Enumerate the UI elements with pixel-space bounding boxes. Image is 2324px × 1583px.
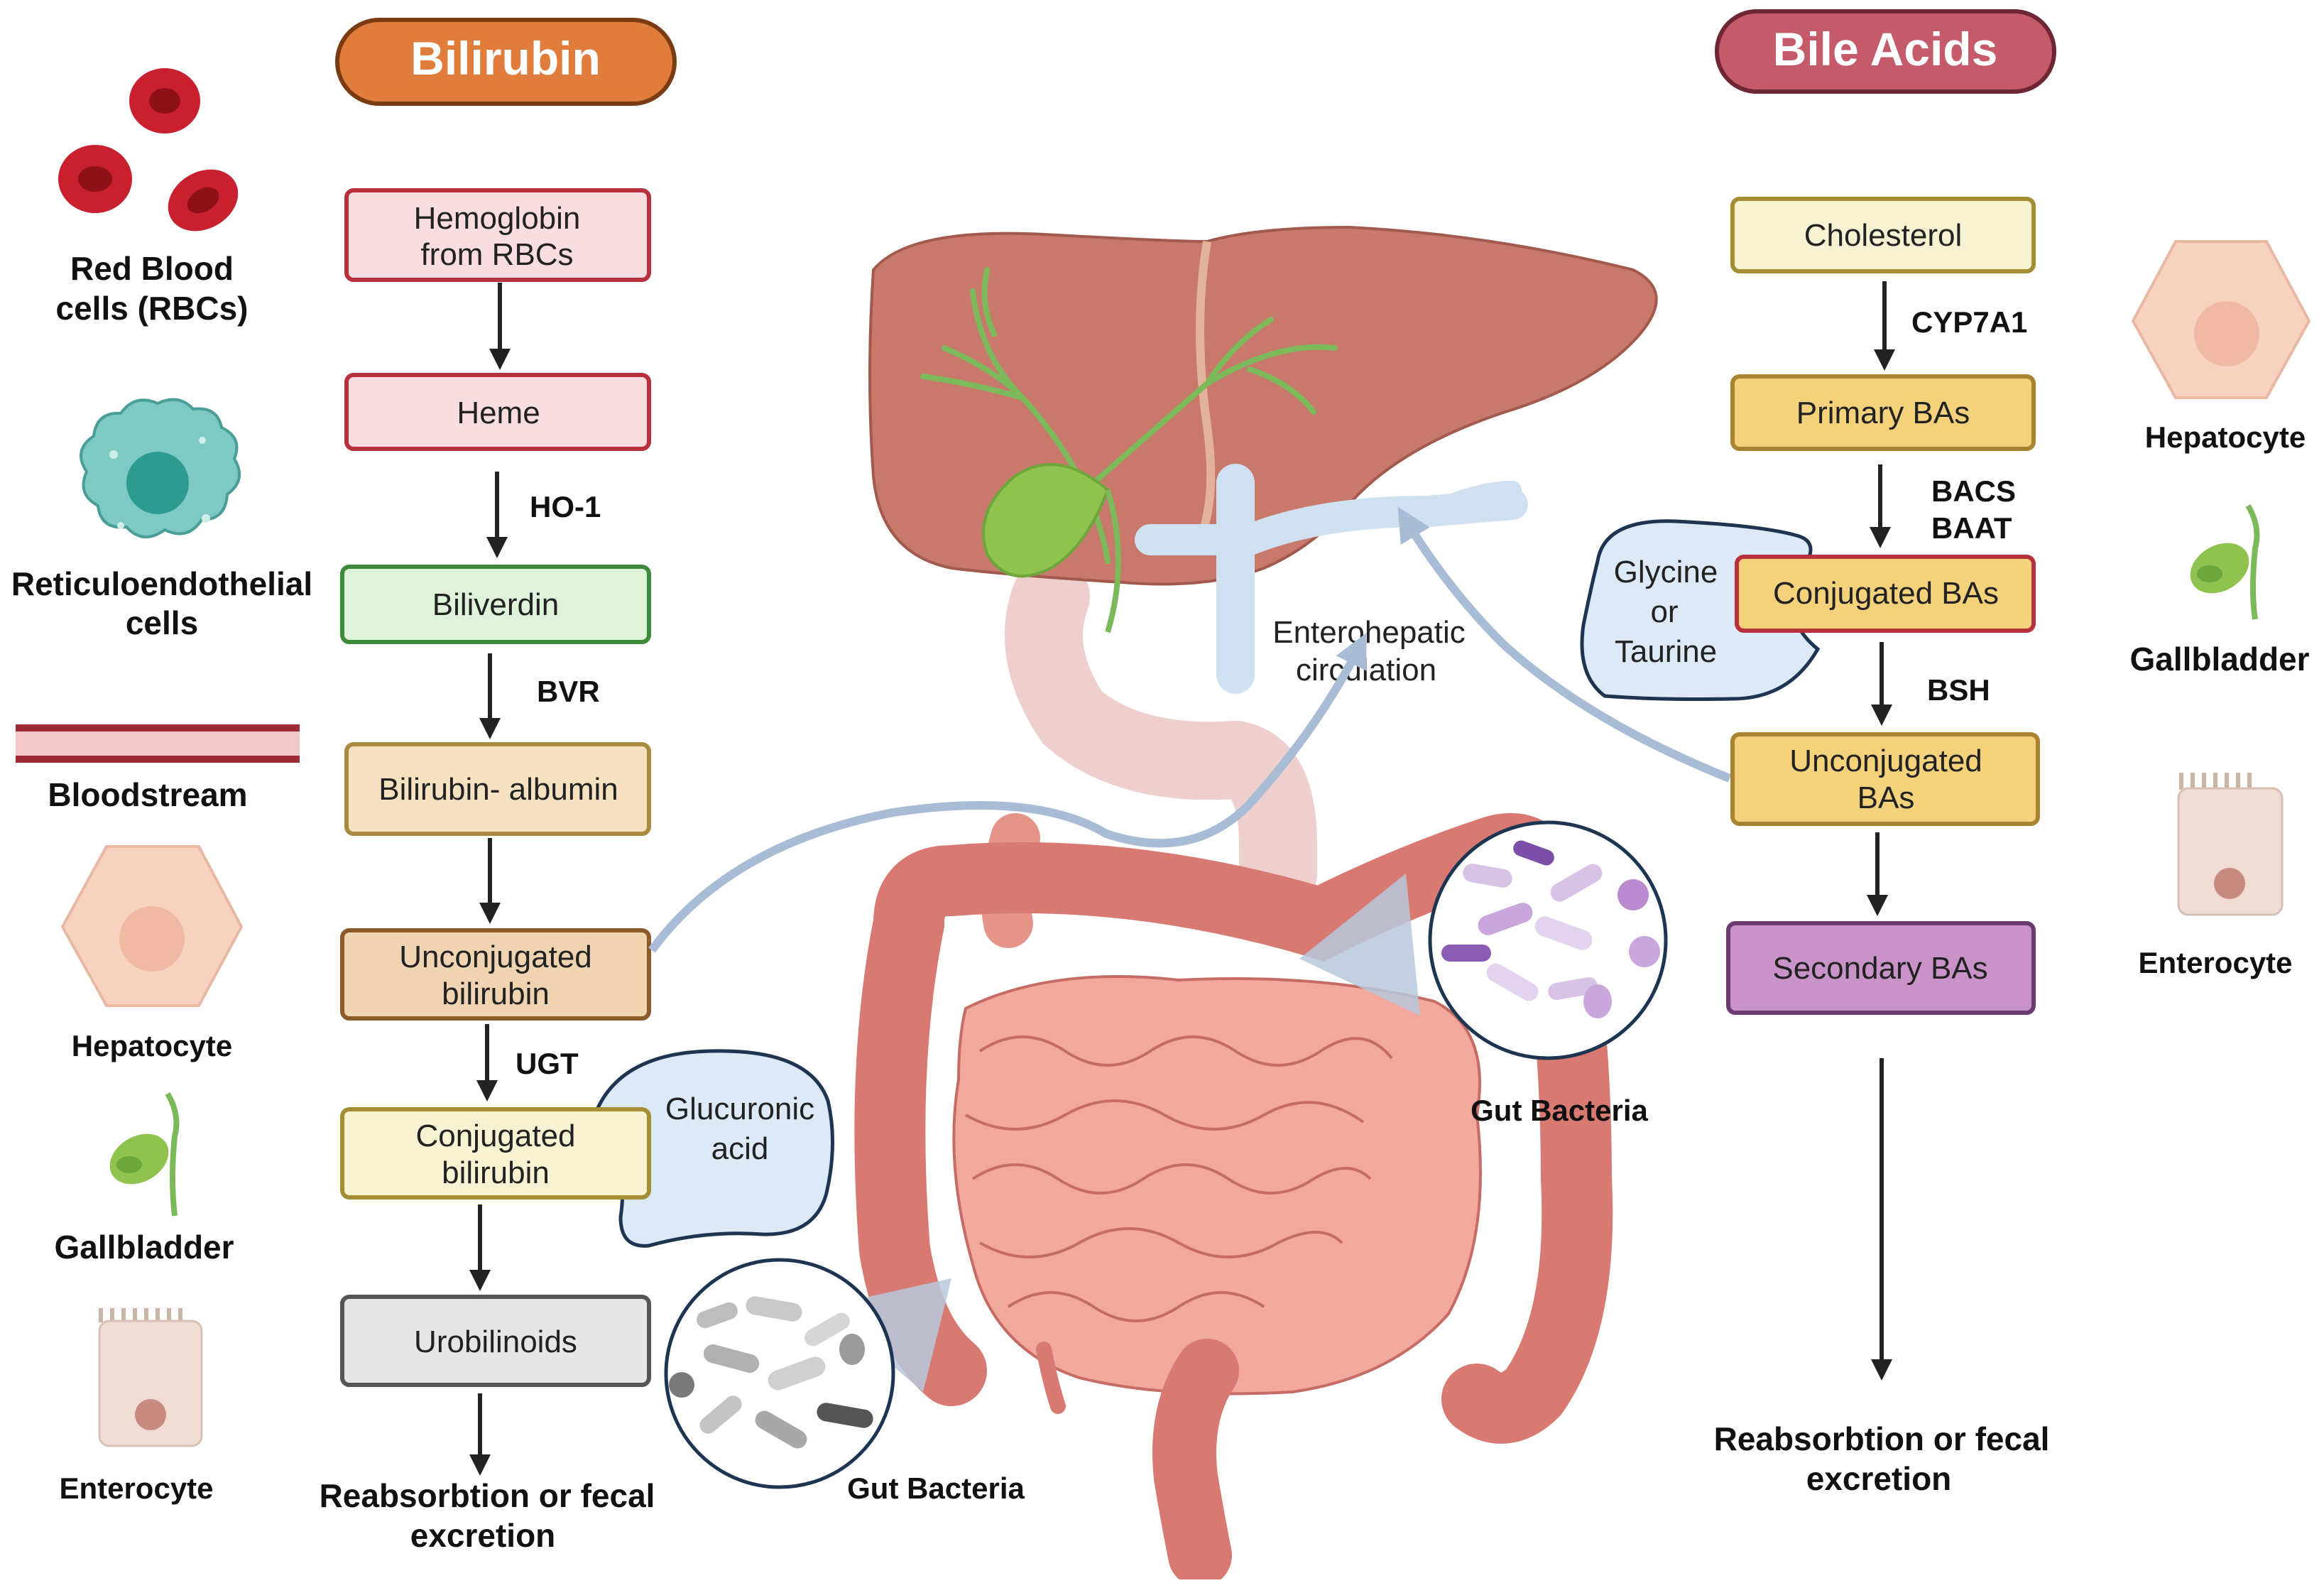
enzyme-ho1: HO-1	[530, 490, 601, 523]
glycine-line3: Taurine	[1615, 634, 1717, 669]
box-unconjugated-bilirubin: Unconjugated bilirubin	[340, 928, 651, 1021]
reticulo-label-line2: cells	[126, 604, 198, 641]
unconjugated-bas-line1: Unconjugated	[1789, 744, 1982, 778]
hemoglobin-line2: from RBCs	[420, 237, 573, 272]
box-primary-bas: Primary BAs	[1730, 374, 2036, 451]
gut-bacteria-inset-bottom	[664, 1258, 951, 1489]
gallbladder-label-right: Gallbladder	[2129, 641, 2309, 678]
bloodstream-label: Bloodstream	[48, 776, 247, 813]
bilirubin-header-text: Bilirubin	[410, 32, 601, 85]
enzyme-cyp7a1: CYP7A1	[1911, 305, 2027, 339]
cofactor-glucuronic-acid: Glucuronic acid	[596, 1049, 834, 1248]
box-heme: Heme	[344, 373, 651, 451]
glucuronic-line1: Glucuronic	[665, 1092, 814, 1126]
arrow-bile-acid-recirculation	[1397, 506, 1732, 783]
bile-outcome-line2: excretion	[1806, 1460, 1952, 1497]
bilirubin-outcome-line2: excretion	[410, 1517, 556, 1554]
arrow-bilirubin-recirculation	[648, 633, 1367, 953]
bile-acids-header-text: Bile Acids	[1773, 23, 1998, 75]
rbc-label-line1: Red Blood	[70, 250, 234, 287]
gut-bacteria-inset-top	[1299, 820, 1668, 1060]
enzyme-bsh: BSH	[1927, 673, 1990, 707]
circulation-line2: circulation	[1296, 653, 1436, 687]
unconjugated-bilirubin-line2: bilirubin	[442, 977, 550, 1011]
intestine-illustration	[854, 813, 1613, 1583]
box-biliverdin: Biliverdin	[340, 565, 651, 644]
glycine-line2: or	[1650, 594, 1678, 629]
hemoglobin-line1: Hemoglobin	[414, 201, 581, 236]
gallbladder-icon-right	[2190, 504, 2260, 620]
primary-bas-text: Primary BAs	[1796, 396, 1970, 430]
unconjugated-bilirubin-line1: Unconjugated	[399, 940, 592, 974]
gut-bacteria-label-top: Gut Bacteria	[1471, 1094, 1648, 1127]
hepatocyte-icon-left	[60, 845, 244, 1007]
heme-text: Heme	[457, 396, 540, 430]
glucuronic-line2: acid	[711, 1131, 769, 1166]
box-hemoglobin: Hemoglobin from RBCs	[344, 188, 651, 282]
reticulo-label-line1: Reticuloendothelial	[11, 565, 312, 602]
enzyme-bacs: BACS	[1931, 474, 2016, 508]
rbc-icon	[58, 68, 239, 232]
enterocyte-icon-right	[2177, 773, 2284, 916]
conjugated-bas-text: Conjugated BAs	[1773, 576, 1999, 611]
box-conjugated-bas: Conjugated BAs	[1735, 555, 2036, 633]
bilirubin-albumin-text: Bilirubin- albumin	[378, 772, 618, 807]
secondary-bas-text: Secondary BAs	[1772, 951, 1987, 986]
rbc-label-line2: cells (RBCs)	[56, 290, 249, 327]
reticuloendothelial-cell-icon	[80, 398, 241, 539]
bilirubin-outcome-line1: Reabsorbtion or fecal	[320, 1477, 655, 1514]
gallbladder-label-left: Gallbladder	[54, 1229, 234, 1266]
gut-bacteria-label-bottom: Gut Bacteria	[847, 1472, 1025, 1505]
enzyme-bvr: BVR	[537, 675, 600, 708]
liver-illustration	[868, 225, 1658, 913]
conjugated-bilirubin-line2: bilirubin	[442, 1155, 550, 1190]
hepatocyte-label-left: Hepatocyte	[72, 1029, 232, 1062]
box-bilirubin-albumin: Bilirubin- albumin	[344, 742, 651, 836]
enterocyte-label-left: Enterocyte	[59, 1472, 213, 1505]
enterocyte-icon-left	[98, 1308, 203, 1447]
bloodstream-icon	[16, 724, 300, 763]
box-cholesterol: Cholesterol	[1730, 197, 2036, 273]
enzyme-ugt: UGT	[515, 1047, 579, 1080]
enterocyte-label-right: Enterocyte	[2138, 946, 2292, 979]
hepatocyte-icon-right	[2131, 240, 2311, 399]
box-urobilinoids: Urobilinoids	[340, 1295, 651, 1387]
enzyme-baat: BAAT	[1931, 511, 2012, 545]
cholesterol-text: Cholesterol	[1804, 218, 1963, 253]
unconjugated-bas-line2: BAs	[1857, 780, 1915, 815]
bilirubin-header: Bilirubin	[335, 18, 677, 106]
urobilinoids-text: Urobilinoids	[414, 1324, 577, 1359]
circulation-line1: Enterohepatic	[1272, 615, 1466, 650]
bile-outcome-line1: Reabsorbtion or fecal	[1714, 1420, 2050, 1457]
box-secondary-bas: Secondary BAs	[1726, 921, 2036, 1015]
gallbladder-icon-left	[109, 1092, 180, 1217]
box-conjugated-bilirubin: Conjugated bilirubin	[340, 1107, 651, 1200]
glycine-line1: Glycine	[1614, 555, 1718, 589]
biliverdin-text: Biliverdin	[432, 587, 560, 622]
bile-acids-header: Bile Acids	[1715, 9, 2056, 94]
conjugated-bilirubin-line1: Conjugated	[415, 1119, 575, 1153]
box-unconjugated-bas: Unconjugated BAs	[1730, 732, 2040, 826]
hepatocyte-label-right: Hepatocyte	[2145, 420, 2306, 454]
